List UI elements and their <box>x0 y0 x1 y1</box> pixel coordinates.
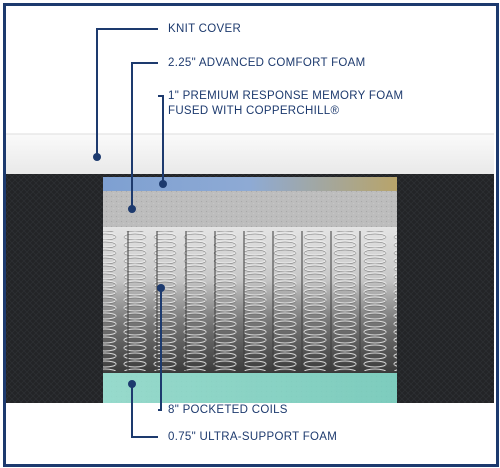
support-foam-leader <box>131 384 158 438</box>
coils-label: 8" POCKETED COILS <box>168 404 288 416</box>
border-frame <box>3 3 499 467</box>
memory-foam-label-line2: FUSED WITH COPPERCHILL® <box>168 105 340 117</box>
comfort-foam-label: 2.25" ADVANCED COMFORT FOAM <box>168 57 366 69</box>
dot-icon <box>159 180 167 188</box>
memory-foam-leader <box>158 95 164 184</box>
knit-cover-label: KNIT COVER <box>168 23 242 35</box>
coil-columns <box>103 231 397 372</box>
knit-cover-layer <box>6 134 494 174</box>
support-foam-label: 0.75" ULTRA-SUPPORT FOAM <box>168 431 338 443</box>
memory-foam-label-line1: 1" PREMIUM RESPONSE MEMORY FOAM <box>168 90 404 102</box>
comfort-foam-layer <box>103 191 397 227</box>
comfort-foam-leader <box>131 62 158 209</box>
dot-icon <box>157 284 165 292</box>
dot-icon <box>128 380 136 388</box>
callout-lines <box>96 28 164 438</box>
cutaway-window <box>103 177 397 403</box>
dot-icon <box>93 153 101 161</box>
memory-foam-layer <box>103 177 397 191</box>
dot-icon <box>128 205 136 213</box>
coils-leader <box>158 288 162 411</box>
knit-cover-leader <box>96 28 158 157</box>
